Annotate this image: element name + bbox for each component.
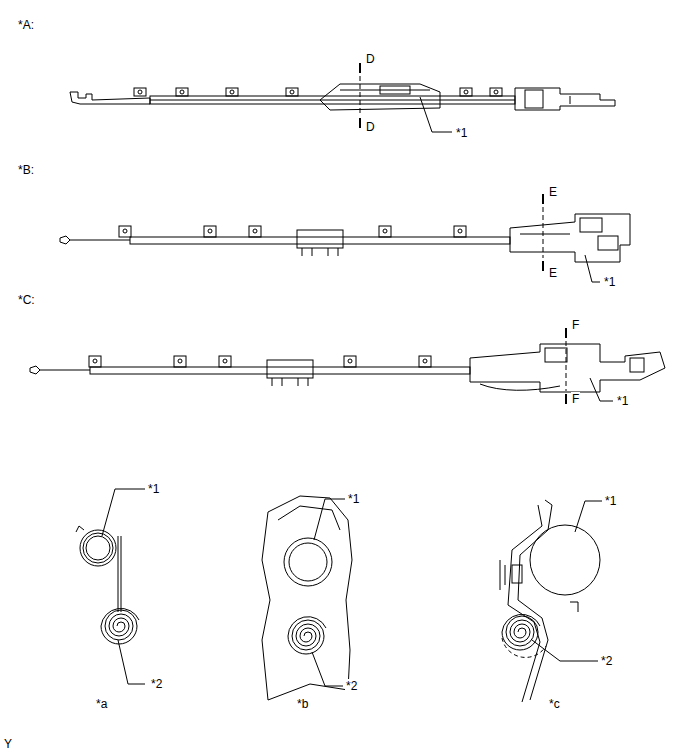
callout-label: *2 — [150, 677, 163, 691]
callout-label: *2 — [600, 654, 613, 668]
callout-label: E — [548, 185, 558, 199]
assembly-a — [70, 63, 615, 132]
callout-label: Y — [3, 737, 13, 751]
callout-label: *1 — [603, 275, 616, 289]
section-b — [262, 496, 352, 700]
callout-label: *c — [548, 697, 561, 711]
callout-label: *B: — [17, 163, 35, 177]
callout-label: F — [571, 392, 580, 406]
callout-label: *1 — [347, 492, 360, 506]
callout-label: *1 — [455, 126, 468, 140]
callout-label: *1 — [147, 482, 160, 496]
assembly-b — [60, 194, 630, 282]
callout-label: D — [365, 120, 376, 134]
section-a — [76, 489, 145, 684]
callout-label: *1 — [604, 494, 617, 508]
callout-label: *A: — [17, 18, 35, 32]
callout-label: E — [548, 266, 558, 280]
assembly-c — [30, 328, 665, 404]
callout-label: *b — [296, 697, 309, 711]
callout-label: *C: — [17, 293, 36, 307]
callout-label: D — [365, 52, 376, 66]
callout-label: *a — [95, 697, 108, 711]
callout-label: F — [571, 318, 580, 332]
callout-label: *2 — [345, 679, 358, 693]
callout-label: *1 — [616, 394, 629, 408]
section-c — [500, 500, 602, 702]
